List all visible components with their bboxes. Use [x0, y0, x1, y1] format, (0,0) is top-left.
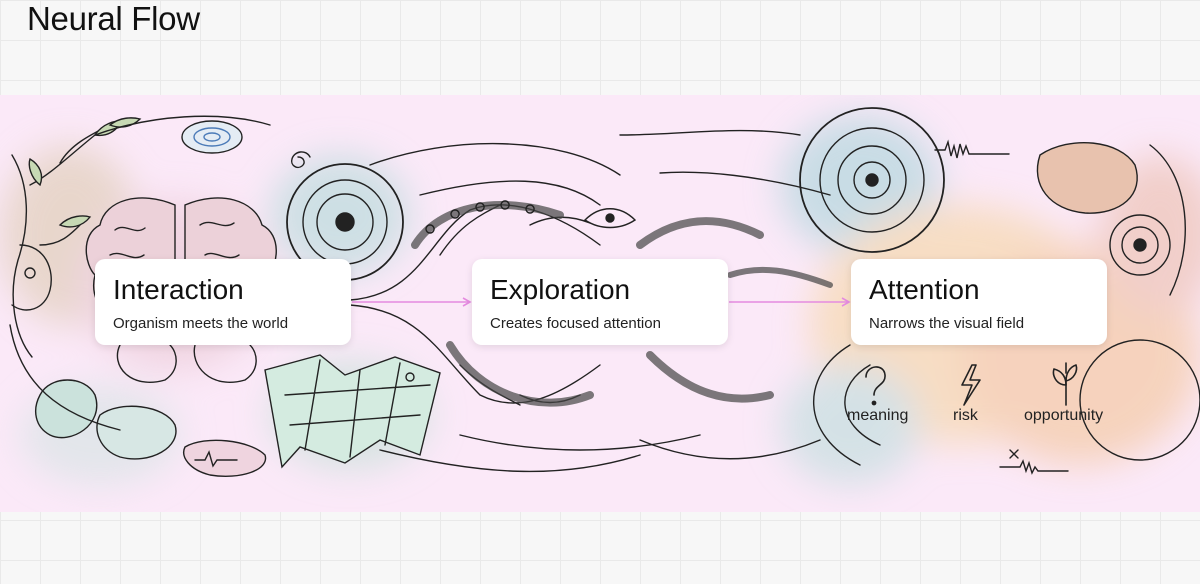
stone-2 [96, 405, 177, 460]
flow-arc-left-outer [9, 324, 121, 431]
stage-card-exploration: Exploration Creates focused attention [472, 259, 728, 345]
flow-arc-bottom-1 [379, 449, 641, 473]
sprout-icon [1052, 362, 1078, 406]
leaf-4 [58, 215, 92, 228]
small-spiral [290, 151, 311, 169]
lightning-bolt-icon [961, 364, 981, 406]
top-oval-outer [181, 120, 243, 154]
lower-left-arc-2 [844, 364, 881, 446]
wash-lower-right [780, 365, 920, 485]
stage-card-interaction: Interaction Organism meets the world [95, 259, 351, 345]
eye-target-ring-3 [316, 193, 374, 251]
question-mark-icon [865, 366, 886, 406]
right-target-ring-4 [853, 161, 891, 199]
connector-2-arrow [841, 297, 851, 307]
tentacle-lower [446, 341, 594, 407]
stone-heartbeat [194, 450, 238, 468]
factor-label-risk: risk [953, 407, 978, 424]
stone-3 [183, 439, 267, 477]
page-title: Neural Flow [27, 0, 200, 37]
stage-card-attention: Attention Narrows the visual field [851, 259, 1107, 345]
central-eye-shape [583, 208, 637, 229]
tentacle-right-1 [636, 217, 764, 249]
stage-title: Interaction [113, 274, 244, 305]
small-target-ring-1 [1109, 214, 1171, 276]
map-pin [405, 372, 415, 382]
lower-right-ring-1 [1079, 339, 1200, 461]
flow-arc-bottom-2 [459, 434, 701, 451]
brain-lower-lobes [116, 344, 257, 383]
right-target-ring-3 [837, 145, 907, 215]
small-cross [1009, 449, 1019, 459]
flow-arc-left-top [94, 115, 271, 136]
blob-top-right [1036, 142, 1138, 214]
map-roads [284, 359, 431, 458]
folded-map [264, 354, 441, 469]
stage-title: Attention [869, 274, 980, 305]
central-eye-pupil [605, 213, 615, 223]
tentacle-upper [411, 201, 564, 249]
flow-arc-bottom-3 [639, 439, 821, 460]
right-target-ring-2 [819, 127, 925, 233]
stage-caption: Narrows the visual field [869, 315, 1025, 332]
small-target-ring-2 [1121, 226, 1159, 264]
stage-title: Exploration [490, 274, 631, 305]
lower-left-arc [813, 344, 861, 466]
waveform-bottom [999, 459, 1069, 475]
waveform-top [934, 139, 1010, 159]
diagram-banner: Interaction Organism meets the world Exp… [0, 95, 1200, 512]
right-target-ring-1 [799, 107, 945, 253]
small-target-pupil [1133, 238, 1147, 252]
left-vine [11, 124, 111, 358]
flow-arc-top-1 [369, 142, 621, 176]
eye-target-pupil [335, 212, 355, 232]
stage-caption: Creates focused attention [490, 315, 661, 332]
top-oval-inner [203, 132, 221, 142]
factor-label-meaning: meaning [847, 407, 909, 424]
left-face [11, 244, 52, 311]
tentacle-right-2 [646, 351, 774, 403]
flow-arc-top-4 [659, 171, 831, 196]
connector-1-arrow [462, 297, 472, 307]
right-target-pupil [865, 173, 879, 187]
arc-right-edge [1149, 144, 1186, 296]
leaf-3 [28, 157, 43, 187]
stage-caption: Organism meets the world [113, 315, 289, 332]
flow-arc-top-2 [419, 180, 601, 206]
top-oval-mid [193, 127, 231, 147]
factor-label-opportunity: opportunity [1024, 407, 1104, 424]
tentacle-right-3 [727, 266, 833, 288]
tentacle-upper-beads [425, 200, 535, 234]
left-eye [24, 267, 36, 279]
flow-arc-top-3 [619, 129, 801, 136]
